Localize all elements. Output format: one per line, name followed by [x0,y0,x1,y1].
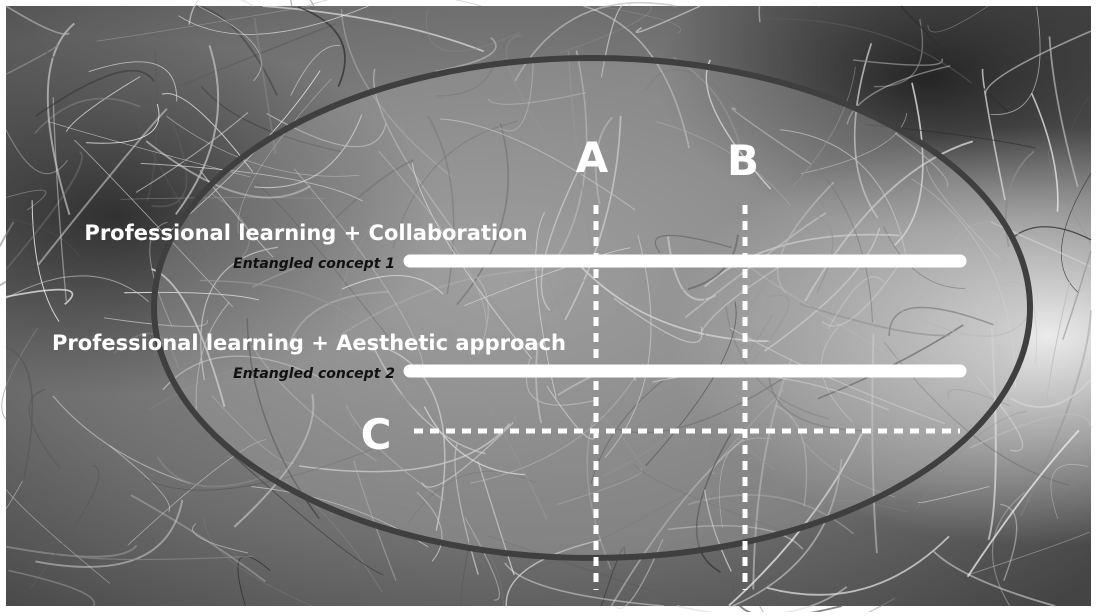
concept-2-caption: Entangled concept 2 [233,366,395,382]
concept-1-title: Professional learning + Collaboration [84,221,527,245]
label-b: B [727,136,759,185]
label-a: A [576,133,609,182]
label-c: C [361,410,392,459]
concept-1-caption: Entangled concept 1 [233,256,395,272]
concept-2-title: Professional learning + Aesthetic approa… [52,331,566,355]
